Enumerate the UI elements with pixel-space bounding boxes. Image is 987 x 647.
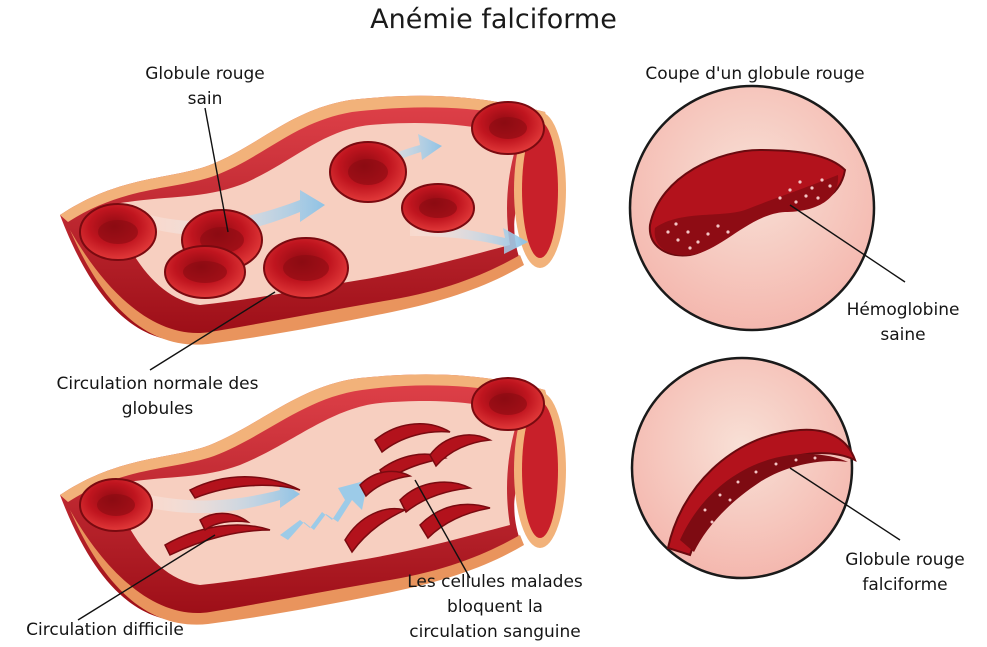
- healthy-vessel: [60, 96, 566, 345]
- label-normal-flow: Circulation normale des globules: [20, 372, 295, 422]
- healthy-red-cell: [165, 246, 245, 298]
- label-line: circulation sanguine: [385, 620, 605, 645]
- label-line: Circulation normale des: [20, 372, 295, 397]
- healthy-red-cell: [402, 184, 474, 232]
- label-sickle-cell: Globule rouge falciforme: [830, 548, 980, 598]
- label-difficult-flow: Circulation difficile: [0, 618, 210, 643]
- label-line: bloquent la: [385, 595, 605, 620]
- label-healthy-hemoglobin: Hémoglobine saine: [838, 298, 968, 348]
- healthy-cell-cross-section: [630, 86, 874, 330]
- sickle-cell-cross-section: [632, 358, 855, 578]
- label-blocked-cells: Les cellules malades bloquent la circula…: [385, 570, 605, 645]
- healthy-red-cell: [80, 479, 152, 531]
- label-line: globules: [20, 397, 295, 422]
- label-line: saine: [838, 323, 968, 348]
- label-line: Coupe d'un globule rouge: [615, 62, 895, 87]
- label-healthy-cell: Globule rouge sain: [120, 62, 290, 112]
- healthy-red-cell: [264, 238, 348, 298]
- healthy-red-cell: [80, 204, 156, 260]
- label-line: sain: [120, 87, 290, 112]
- label-line: falciforme: [830, 573, 980, 598]
- healthy-red-cell: [472, 102, 544, 154]
- label-cross-section: Coupe d'un globule rouge: [615, 62, 895, 87]
- label-line: Les cellules malades: [385, 570, 605, 595]
- label-line: Hémoglobine: [838, 298, 968, 323]
- label-line: Circulation difficile: [0, 618, 210, 643]
- label-line: Globule rouge: [830, 548, 980, 573]
- healthy-red-cell: [330, 142, 406, 202]
- label-line: Globule rouge: [120, 62, 290, 87]
- healthy-red-cell: [472, 378, 544, 430]
